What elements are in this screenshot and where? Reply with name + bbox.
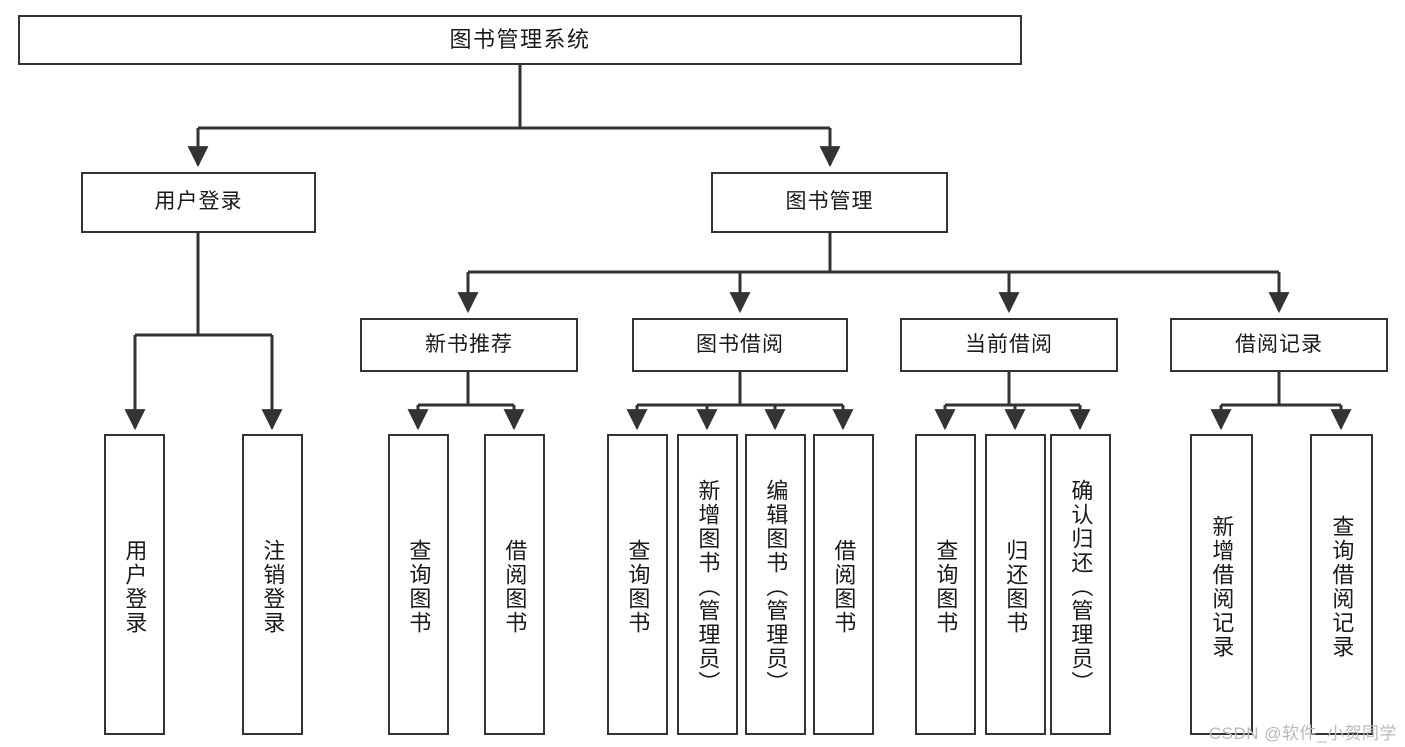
- node-leaf-add-book-label: 新增图书（管理员）: [695, 478, 721, 695]
- node-leaf-confirm-return-label: 确认归还（管理员）: [1068, 478, 1094, 695]
- node-leaf-borrow-book[interactable]: 借阅图书: [813, 434, 874, 735]
- node-leaf-user-login-label: 用户登录: [122, 538, 148, 635]
- node-borrow-record-label: 借阅记录: [1235, 332, 1323, 356]
- node-leaf-logout[interactable]: 注销登录: [242, 434, 303, 735]
- node-root-label: 图书管理系统: [449, 27, 591, 53]
- node-leaf-query-record[interactable]: 查询借阅记录: [1310, 434, 1373, 735]
- node-leaf-confirm-return[interactable]: 确认归还（管理员）: [1050, 434, 1111, 735]
- node-book-manage-label: 图书管理: [785, 190, 874, 214]
- node-leaf-borrow-book-label: 借阅图书: [831, 538, 857, 635]
- node-current-borrow-label: 当前借阅: [965, 332, 1053, 356]
- node-leaf-return-book[interactable]: 归还图书: [985, 434, 1046, 735]
- node-leaf-borrow-book-rec[interactable]: 借阅图书: [484, 434, 545, 735]
- node-new-book-rec[interactable]: 新书推荐: [360, 318, 578, 372]
- node-book-borrow[interactable]: 图书借阅: [632, 318, 848, 372]
- node-root[interactable]: 图书管理系统: [18, 15, 1022, 65]
- node-user-login[interactable]: 用户登录: [81, 172, 316, 233]
- node-book-borrow-label: 图书借阅: [696, 332, 784, 356]
- node-leaf-query-book-borrow-label: 查询图书: [625, 538, 651, 635]
- node-leaf-logout-label: 注销登录: [260, 538, 286, 635]
- watermark: CSDN @软件_小贺同学: [1208, 724, 1397, 743]
- node-user-login-label: 用户登录: [154, 190, 243, 214]
- node-leaf-borrow-book-rec-label: 借阅图书: [502, 538, 528, 635]
- node-new-book-rec-label: 新书推荐: [425, 332, 513, 356]
- node-leaf-query-book-cur-label: 查询图书: [933, 538, 959, 635]
- node-leaf-query-book-rec[interactable]: 查询图书: [388, 434, 449, 735]
- node-book-manage[interactable]: 图书管理: [711, 172, 948, 233]
- node-leaf-edit-book-label: 编辑图书（管理员）: [763, 478, 789, 695]
- node-leaf-query-book-rec-label: 查询图书: [406, 538, 432, 635]
- node-leaf-edit-book[interactable]: 编辑图书（管理员）: [745, 434, 806, 735]
- node-leaf-user-login[interactable]: 用户登录: [104, 434, 165, 735]
- node-borrow-record[interactable]: 借阅记录: [1170, 318, 1388, 372]
- node-leaf-query-record-label: 查询借阅记录: [1329, 514, 1355, 659]
- node-leaf-return-book-label: 归还图书: [1003, 538, 1029, 635]
- node-current-borrow[interactable]: 当前借阅: [900, 318, 1118, 372]
- node-leaf-add-record-label: 新增借阅记录: [1209, 514, 1235, 659]
- node-leaf-query-book-cur[interactable]: 查询图书: [915, 434, 976, 735]
- node-leaf-add-record[interactable]: 新增借阅记录: [1190, 434, 1253, 735]
- node-leaf-query-book-borrow[interactable]: 查询图书: [607, 434, 668, 735]
- node-leaf-add-book[interactable]: 新增图书（管理员）: [677, 434, 738, 735]
